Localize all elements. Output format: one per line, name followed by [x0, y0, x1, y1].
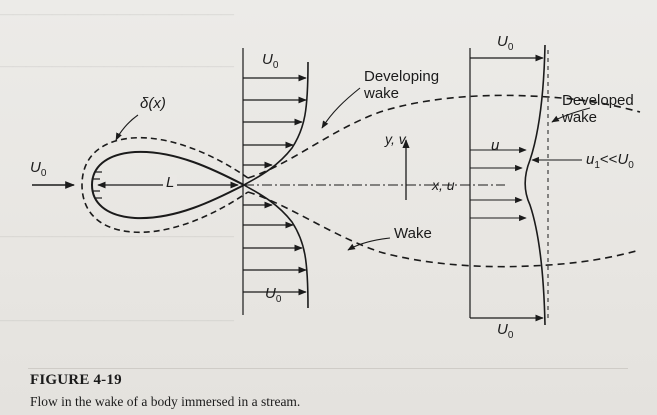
developed-wake-profile [524, 44, 546, 326]
y-axis-label: y, v [385, 131, 406, 147]
caption-rule [28, 368, 628, 369]
u0-top-right-label: U0 [497, 33, 514, 53]
developing-wake-label: Developing wake [364, 68, 440, 102]
u0-bottom-right-label: U0 [497, 321, 514, 341]
developed-wake-leader [551, 107, 591, 123]
u0-upstream-label: U0 [30, 159, 47, 179]
boundary-layer-edge [81, 136, 249, 234]
bleed-through-line: —————————————————— [0, 228, 234, 242]
length-label: L [163, 175, 178, 190]
wake-leader [347, 237, 391, 251]
near-wake-velocity-vectors [243, 74, 307, 296]
delta-label: δ(x) [140, 95, 166, 112]
immersed-body [90, 150, 247, 220]
u0-bottom-mid-label: U0 [265, 285, 282, 305]
developed-velocity-vectors [470, 146, 527, 222]
developed-wake-label: Developed wake [562, 92, 634, 126]
developing-wake-leader [321, 87, 361, 129]
bleed-through-line: —————————————————— [0, 312, 234, 326]
delta-leader [115, 114, 139, 141]
bleed-through-line: —————————————————— [0, 58, 234, 72]
wake-edge-upper [247, 94, 641, 179]
u-profile-label: u [491, 137, 500, 154]
x-axis-label: x, u [432, 177, 455, 193]
u0-top-mid-label: U0 [262, 51, 279, 71]
u1-relation-label: u1<<U0 [586, 151, 634, 171]
bleed-through-line: —————————————————— [0, 6, 234, 20]
wake-edge-lower [247, 191, 641, 268]
figure-caption: Flow in the wake of a body immersed in a… [30, 394, 301, 409]
wake-label: Wake [394, 225, 432, 242]
figure-title: FIGURE 4-19 [30, 372, 122, 388]
leading-edge-ticks [92, 171, 102, 199]
